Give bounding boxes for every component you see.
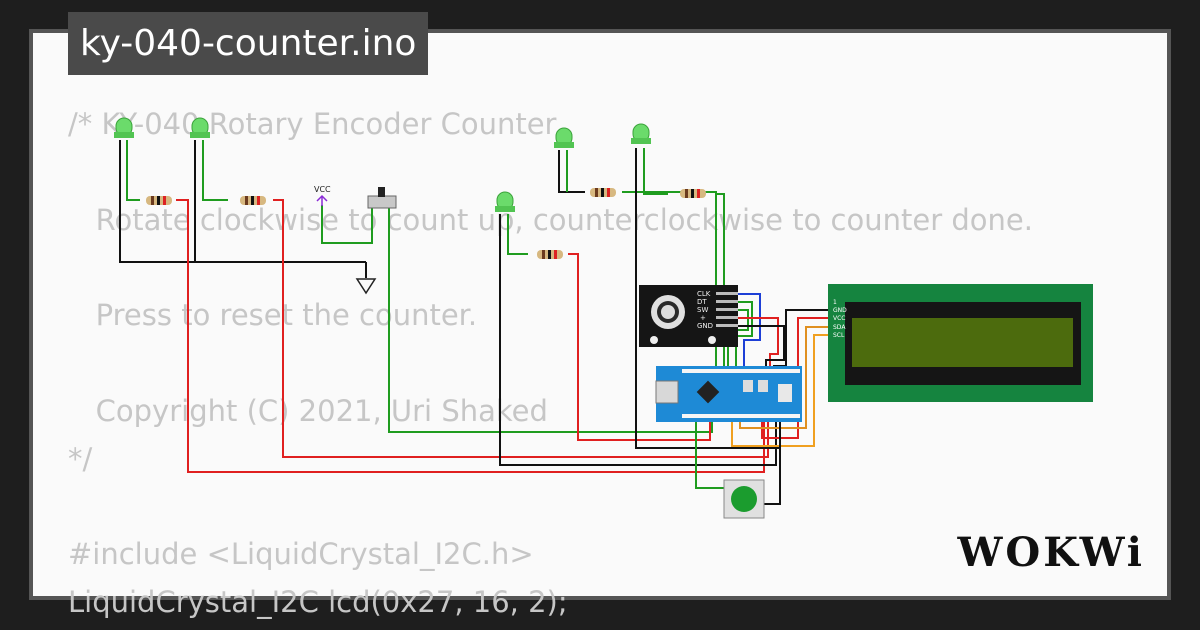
lcd-pin-1: 1: [833, 299, 837, 306]
resistor-4[interactable]: [590, 188, 616, 197]
lcd-pin-sda: SDA: [833, 324, 846, 331]
code-line: /* KY-040 Rotary Encoder Counter: [68, 107, 557, 141]
resistor-2[interactable]: [240, 196, 266, 205]
wire: [568, 253, 711, 441]
encoder-pin-gnd: GND: [697, 322, 713, 330]
wire: [773, 309, 828, 372]
wokwi-logo: WOKWi: [957, 529, 1145, 576]
wire: [558, 150, 585, 193]
wire: [499, 214, 777, 466]
led-5[interactable]: [495, 191, 515, 212]
wire: [738, 293, 761, 368]
wire: [507, 214, 528, 255]
encoder-pin-dt: DT: [697, 298, 707, 306]
led-2[interactable]: [190, 117, 210, 138]
encoder-pin-plus: +: [700, 314, 706, 322]
wires: [119, 140, 828, 505]
slide-switch[interactable]: [367, 187, 397, 209]
lcd-pin-vcc: VCC: [833, 315, 845, 322]
led-4[interactable]: [631, 123, 651, 144]
wire: [321, 205, 373, 244]
wire: [731, 334, 828, 447]
wire: [761, 317, 828, 439]
arduino-nano[interactable]: [655, 366, 802, 422]
wire: [695, 420, 724, 489]
preview-card: /* KY-040 Rotary Encoder Counter Rotate …: [33, 33, 1167, 619]
wire: [738, 325, 785, 370]
wire: [126, 140, 140, 201]
code-line: */: [68, 441, 93, 476]
vcc-symbol: VCC: [314, 185, 331, 206]
wire: [273, 199, 769, 458]
code-line: Press to reset the counter.: [68, 298, 478, 333]
lcd-pin-scl: SCL: [833, 332, 845, 339]
wire: [388, 207, 713, 433]
encoder-pin-clk: CLK: [697, 290, 711, 298]
wire: [202, 140, 228, 201]
lcd-display: 1 GND VCC SDA SCL: [828, 284, 1093, 402]
code-line: LiquidCrystal_I2C lcd(0x27, 16, 2);: [68, 584, 568, 619]
rotary-encoder[interactable]: CLK DT SW + GND: [639, 285, 738, 347]
sketch-title: ky-040-counter.ino: [68, 12, 429, 75]
wire: [739, 326, 828, 429]
wire: [643, 148, 668, 195]
code-line: Rotate clockwise to count up, counterclo…: [68, 202, 1033, 237]
resistor-5[interactable]: [680, 189, 706, 198]
resistor-3[interactable]: [537, 250, 563, 259]
code-line: Copyright (C) 2021, Uri Shaked: [68, 393, 548, 428]
encoder-pin-sw: SW: [697, 306, 708, 314]
code-line: #include <LiquidCrystal_I2C.h>: [68, 537, 534, 572]
push-button[interactable]: [723, 479, 765, 519]
ground-symbol: [355, 278, 377, 295]
wire: [176, 199, 765, 473]
vcc-label: VCC: [314, 185, 331, 194]
code-preview: /* KY-040 Rotary Encoder Counter Rotate …: [68, 101, 1033, 627]
led-1[interactable]: [114, 117, 134, 138]
circuit-diagram: VCC CLK DT SW + GND: [114, 117, 1093, 519]
lcd-pin-gnd: GND: [833, 307, 847, 314]
resistor-1[interactable]: [146, 196, 172, 205]
wire: [764, 420, 781, 505]
led-3[interactable]: [554, 127, 574, 148]
